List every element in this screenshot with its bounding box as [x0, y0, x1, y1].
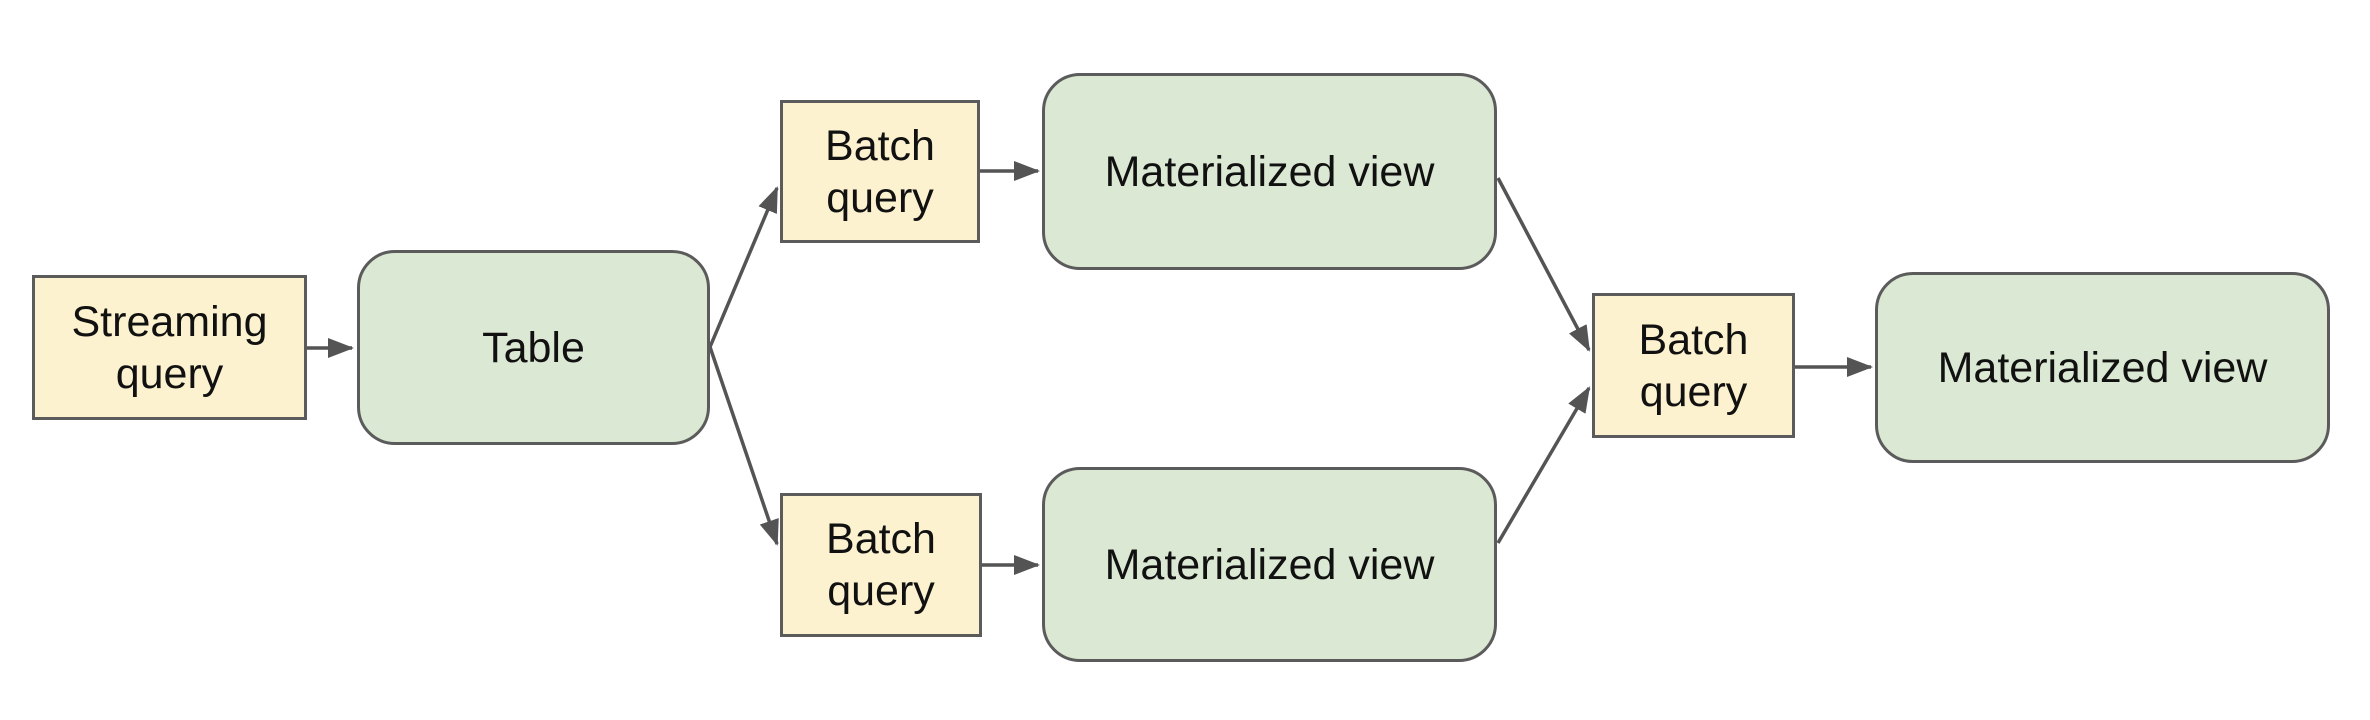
node-batch-query-top: Batch query: [780, 100, 980, 243]
edge-mv-top-to-batch-final: [1496, 177, 1591, 352]
node-table: Table: [357, 250, 710, 445]
node-materialized-view-bottom-label: Materialized view: [1104, 540, 1435, 589]
node-materialized-view-final: Materialized view: [1875, 272, 2330, 463]
node-materialized-view-top-label: Materialized view: [1104, 147, 1435, 196]
node-materialized-view-top: Materialized view: [1042, 73, 1497, 270]
node-materialized-view-final-label: Materialized view: [1937, 343, 2268, 392]
node-batch-query-bottom-label: Batch query: [826, 515, 936, 615]
node-batch-query-final: Batch query: [1592, 293, 1795, 438]
node-batch-query-final-label: Batch query: [1638, 315, 1749, 416]
node-streaming-query: Streaming query: [32, 275, 307, 420]
edge-table-to-batch-bottom: [708, 346, 779, 546]
edge-mv-bottom-to-batch-final: [1496, 386, 1591, 544]
edge-table-to-batch-top: [708, 186, 779, 348]
node-table-label: Table: [482, 323, 585, 372]
node-batch-query-top-label: Batch query: [825, 121, 935, 222]
node-materialized-view-bottom: Materialized view: [1042, 467, 1497, 662]
node-streaming-query-label: Streaming query: [71, 297, 268, 398]
node-batch-query-bottom: Batch query: [780, 493, 982, 637]
